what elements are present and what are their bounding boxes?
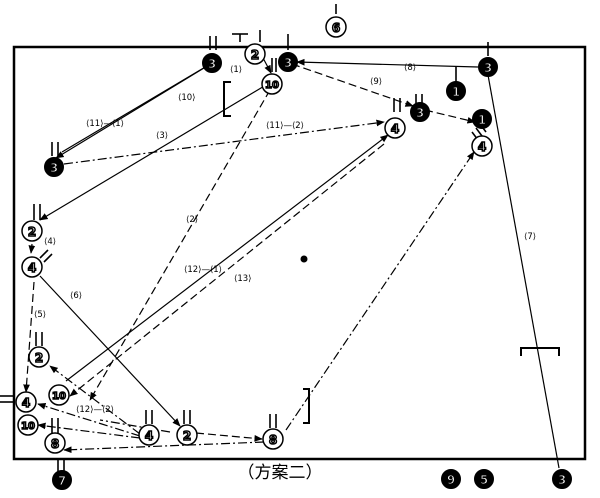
label-7: ⟨7⟩ (524, 232, 536, 242)
svg-text:4: 4 (28, 261, 36, 275)
label-8: ⟨8⟩ (404, 63, 416, 73)
svg-text:7: 7 (58, 474, 66, 488)
label-1: ⟨1⟩ (230, 65, 242, 75)
svg-text:8: 8 (269, 433, 277, 447)
label-5: ⟨5⟩ (34, 310, 46, 320)
player-outline: 10 (261, 73, 283, 95)
label-2: ⟨2⟩ (186, 215, 198, 225)
player-outline: 4 (138, 424, 160, 446)
label-11-1: ⟨11⟩—⟨1⟩ (86, 119, 124, 129)
screen-bracket-right (520, 347, 560, 356)
label-6: ⟨6⟩ (70, 291, 82, 301)
player-filled: 7 (52, 470, 72, 490)
player-filled: 3 (202, 53, 222, 73)
player-filled: 1 (472, 109, 492, 129)
svg-text:9: 9 (447, 473, 455, 487)
svg-text:1: 1 (478, 113, 486, 127)
player-filled: 1 (446, 81, 466, 101)
label-12-2: ⟨12⟩—⟨2⟩ (76, 405, 114, 415)
player-filled: 9 (441, 469, 461, 489)
court-boundary (12, 45, 587, 461)
stance-ticks (0, 4, 489, 472)
svg-text:10: 10 (21, 421, 35, 432)
svg-text:4: 4 (145, 429, 153, 443)
player-filled: 3 (552, 469, 572, 489)
player-outline: 4 (15, 391, 37, 413)
svg-text:4: 4 (22, 396, 30, 410)
movement-lines (23, 55, 560, 469)
filled-players: 3 3 3 3 1 1 3 7 9 5 3 (44, 52, 572, 490)
screen-bracket-top (223, 81, 231, 117)
player-outline: 2 (244, 43, 266, 65)
player-outline: 10 (17, 414, 39, 436)
player-outline: 4 (384, 117, 406, 139)
player-filled: 3 (278, 52, 298, 72)
svg-text:8: 8 (51, 437, 59, 451)
center-spot (300, 255, 308, 263)
svg-text:2: 2 (251, 48, 259, 62)
svg-text:3: 3 (484, 61, 492, 75)
player-outline: 2 (176, 424, 198, 446)
player-outline: 6 (325, 16, 347, 38)
player-filled: 3 (44, 157, 64, 177)
svg-text:2: 2 (35, 351, 43, 365)
player-filled: 3 (410, 102, 430, 122)
label-4: ⟨4⟩ (44, 237, 56, 247)
player-outline: 8 (44, 432, 66, 454)
svg-text:10: 10 (265, 80, 279, 91)
svg-text:2: 2 (183, 429, 191, 443)
player-filled: 5 (474, 469, 494, 489)
svg-text:4: 4 (391, 122, 399, 136)
svg-text:6: 6 (332, 21, 340, 35)
svg-text:1: 1 (452, 85, 460, 99)
label-13: ⟨13⟩ (234, 274, 251, 284)
svg-text:5: 5 (480, 473, 488, 487)
step-labels: ⟨1⟩ ⟨10⟩ ⟨8⟩ ⟨9⟩ ⟨11⟩—⟨1⟩ ⟨11⟩—⟨2⟩ ⟨3⟩ ⟨… (34, 63, 536, 415)
player-outline: 8 (262, 428, 284, 450)
label-10: ⟨10⟩ (178, 93, 195, 103)
svg-text:3: 3 (558, 473, 566, 487)
player-outline: 2 (28, 346, 50, 368)
svg-text:10: 10 (52, 391, 66, 402)
diagram-caption: （方案二） (238, 463, 323, 483)
player-outline: 2 (21, 220, 43, 242)
player-outline: 4 (471, 135, 493, 157)
screen-bracket-bottom (303, 388, 310, 424)
player-filled: 3 (478, 57, 498, 77)
svg-text:2: 2 (28, 225, 36, 239)
player-outline: 10 (48, 384, 70, 406)
svg-text:3: 3 (208, 57, 216, 71)
label-11-2: ⟨11⟩—⟨2⟩ (266, 121, 304, 131)
player-outline: 4 (21, 256, 43, 278)
svg-text:3: 3 (284, 56, 292, 70)
label-9: ⟨9⟩ (370, 77, 382, 87)
svg-text:4: 4 (478, 140, 486, 154)
svg-text:3: 3 (50, 161, 58, 175)
outline-players: 6 2 10 4 4 2 4 2 4 10 10 8 4 2 8 (15, 16, 493, 454)
svg-text:3: 3 (416, 106, 424, 120)
label-3: ⟨3⟩ (156, 131, 168, 141)
label-12-1: ⟨12⟩—⟨1⟩ (184, 265, 222, 275)
